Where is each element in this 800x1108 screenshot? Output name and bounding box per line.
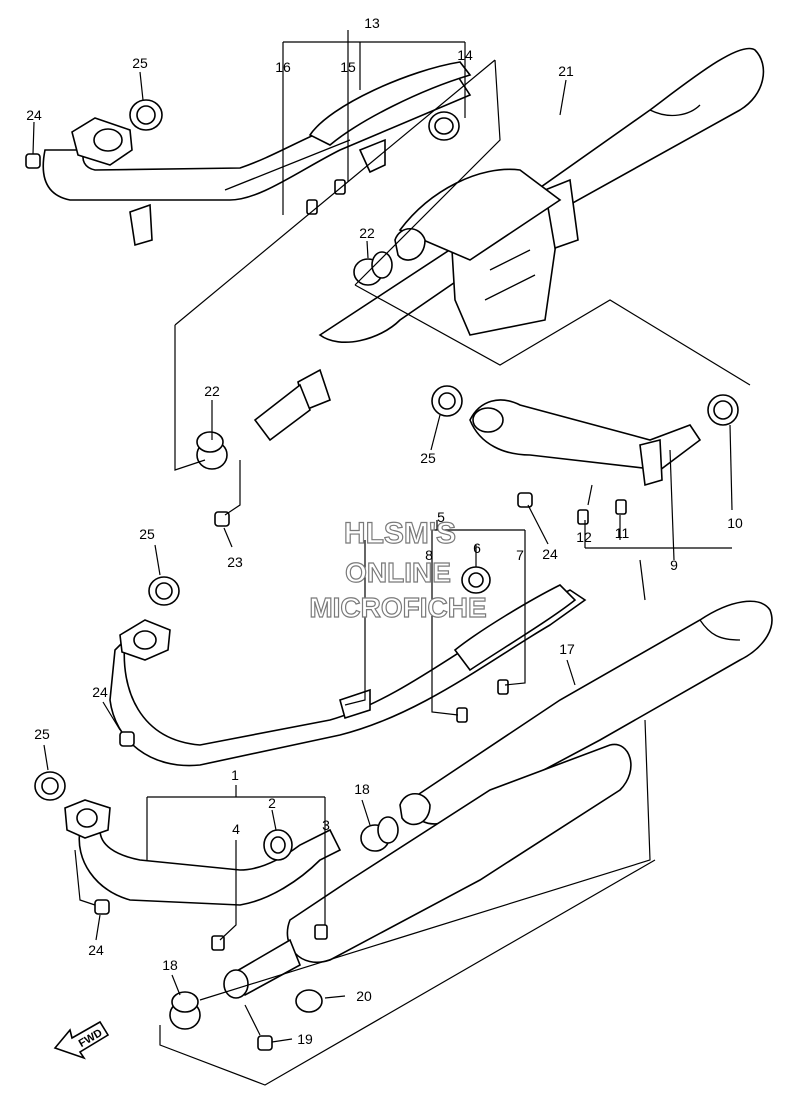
- lower-bolt-19: [257, 1035, 273, 1051]
- lower-pipe-1: [64, 799, 342, 906]
- watermark-line-3: MICROFICHE: [309, 592, 486, 623]
- upper-muffler-mid: [394, 168, 562, 261]
- callout-20: 20: [356, 988, 372, 1004]
- callout-8: 8: [425, 547, 433, 563]
- callout-24-middle: 24: [542, 546, 558, 562]
- lower-sleeve-18a: [360, 816, 399, 852]
- callout-10: 10: [727, 515, 743, 531]
- callout-24-lower-b: 24: [88, 942, 104, 958]
- lower-muffler-17: [399, 600, 773, 826]
- callout-25-middle: 25: [420, 450, 436, 466]
- watermark-line-2: ONLINE: [345, 557, 451, 588]
- middle-header-pipe: [469, 399, 702, 487]
- callout-18-upper: 18: [354, 781, 370, 797]
- fwd-arrow-icon: FWD: [53, 1020, 110, 1060]
- callout-19: 19: [297, 1031, 313, 1047]
- lower-bolts-7-8: [456, 679, 509, 723]
- callout-7: 7: [516, 547, 524, 563]
- upper-bolt-23: [214, 511, 230, 527]
- callout-16: 16: [275, 59, 291, 75]
- callout-25-lower-b: 25: [34, 726, 50, 742]
- callout-23: 23: [227, 554, 243, 570]
- callout-12: 12: [576, 529, 592, 545]
- lower-gasket-25b: [34, 771, 66, 801]
- callout-14: 14: [457, 47, 473, 63]
- callout-22-middle: 22: [204, 383, 220, 399]
- middle-gasket-25: [431, 385, 463, 417]
- callout-1: 1: [231, 767, 239, 783]
- middle-gasket-10: [707, 394, 739, 426]
- lower-gasket-2: [263, 829, 293, 861]
- lower-nut-20: [295, 989, 323, 1013]
- callout-13: 13: [364, 15, 380, 31]
- callout-24-lower-a: 24: [92, 684, 108, 700]
- callout-6: 6: [473, 540, 481, 556]
- upper-nut-24: [25, 153, 41, 169]
- leader-lines: [32, 30, 751, 1086]
- lower-gasket-25a: [148, 576, 180, 606]
- middle-nut-24: [517, 492, 533, 508]
- middle-bolts: [577, 499, 627, 525]
- lower-sleeve-18b: [169, 991, 201, 1030]
- upper-sleeve-22b: [196, 431, 228, 470]
- fwd-label: FWD: [77, 1027, 105, 1050]
- callout-9: 9: [670, 557, 678, 573]
- callout-5: 5: [437, 509, 445, 525]
- callout-18-lower: 18: [162, 957, 178, 973]
- callout-2: 2: [268, 795, 276, 811]
- callout-17: 17: [559, 641, 575, 657]
- callout-21: 21: [558, 63, 574, 79]
- callout-11: 11: [615, 525, 630, 541]
- lower-gasket-6: [461, 566, 491, 594]
- callout-4: 4: [232, 821, 240, 837]
- upper-bolts: [306, 179, 346, 215]
- callout-15: 15: [340, 59, 356, 75]
- callout-3: 3: [322, 817, 330, 833]
- lower-exhaust-pipe: [109, 584, 587, 767]
- callout-22-upper: 22: [359, 225, 375, 241]
- watermark-line-1: HLSM'S: [344, 517, 456, 550]
- upper-gasket-14: [428, 111, 460, 141]
- callout-24-upper: 24: [26, 107, 42, 123]
- callout-25-lower-a: 25: [139, 526, 155, 542]
- watermark: HLSM'S ONLINE MICROFICHE: [309, 516, 488, 623]
- lower-nut-24b: [94, 899, 110, 915]
- lower-nut-24a: [119, 731, 135, 747]
- callout-labels: 13 16 15 14 21 25 24 22 22 25 23 24 12 1…: [26, 15, 743, 1047]
- callout-25-upper: 25: [132, 55, 148, 71]
- upper-gasket-25: [129, 99, 163, 131]
